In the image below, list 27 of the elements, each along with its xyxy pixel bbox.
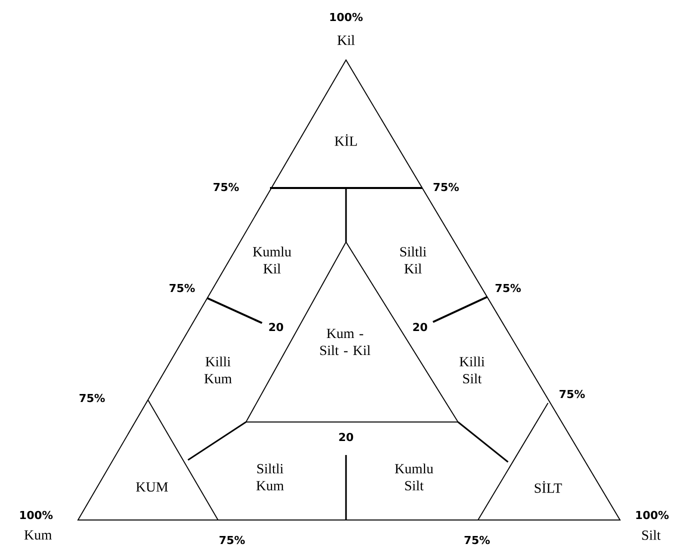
region-label: Siltli Kil: [400, 246, 426, 274]
region-label: Kum - Silt - Kil: [320, 328, 370, 356]
percent-label: 75%: [214, 182, 239, 192]
region-label: Siltli Kum: [256, 464, 284, 490]
region-label: KUM: [136, 482, 168, 492]
percent-label: 75%: [220, 536, 245, 544]
percent-label: 75%: [496, 284, 521, 292]
region-label: Kumlu Kil: [252, 246, 292, 274]
percent-label: 100%: [20, 510, 53, 520]
percent-label: 75%: [434, 182, 459, 192]
vertex-label: Kil: [337, 35, 355, 45]
percent-label: 75%: [560, 390, 585, 398]
percent-label: 100%: [330, 12, 363, 22]
region-label: SİLT: [534, 481, 562, 493]
percent-label: 20: [413, 322, 428, 332]
region-label: Killi Kum: [204, 356, 232, 384]
percent-label: 20: [339, 432, 354, 442]
percent-label: 75%: [464, 536, 490, 544]
region-label: Kumlu Silt: [394, 464, 434, 490]
percent-label: 20: [269, 322, 284, 332]
percent-label: 75%: [80, 394, 105, 402]
region-label: KİL: [334, 134, 357, 146]
region-label: Killi Silt: [460, 356, 485, 384]
percent-label: 75%: [170, 284, 195, 292]
vertex-label: Kum: [24, 530, 52, 540]
vertex-label: Silt: [642, 530, 661, 540]
percent-label: 100%: [636, 510, 669, 520]
